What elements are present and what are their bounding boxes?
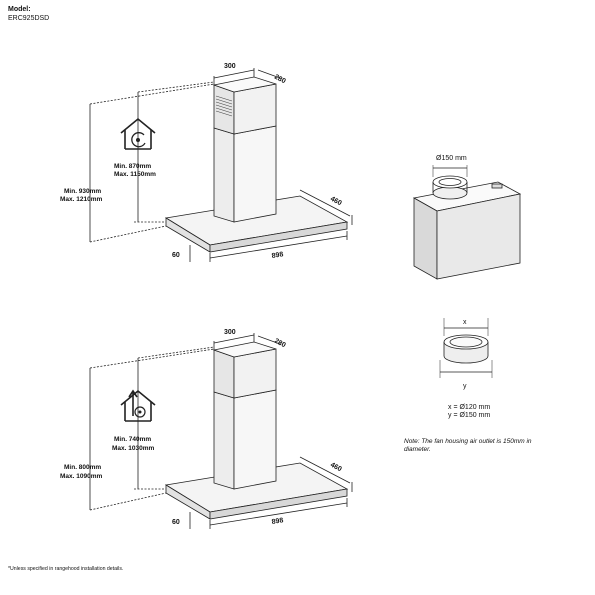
top-chimney-width: 300 (224, 63, 236, 70)
bottom-hood-height: 60 (172, 519, 180, 526)
model-header: Model: ERC925DSD (8, 5, 49, 23)
footnote: *Unless specified in rangehood installat… (8, 566, 124, 572)
bottom-total-min: Min. 800mm (64, 464, 101, 471)
top-total-min: Min. 930mm (64, 188, 101, 195)
ducted-exhaust-icon (120, 389, 156, 422)
top-chimney-min: Min. 870mm (114, 163, 151, 170)
bottom-hood-depth: 460 (329, 462, 343, 474)
top-total-max: Max. 1210mm (60, 196, 102, 203)
bottom-rangehood (89, 333, 353, 529)
bottom-chimney-min: Min. 740mm (114, 436, 151, 443)
fan-housing (412, 165, 522, 280)
adapter-x-label: x (463, 319, 467, 326)
model-code: ERC925DSD (8, 15, 50, 22)
recirculation-icon (120, 117, 156, 150)
top-chimney-max: Max. 1150mm (114, 171, 156, 178)
top-chimney-depth: 280 (273, 74, 287, 86)
model-label: Model: (8, 6, 31, 13)
bottom-chimney-width: 300 (224, 329, 236, 336)
adapter-y-label: y (463, 383, 467, 390)
duct-adapter (439, 318, 493, 378)
bottom-total-max: Max. 1090mm (60, 473, 102, 480)
bottom-chimney-depth: 280 (273, 338, 287, 350)
bottom-hood-width: 898 (271, 517, 284, 526)
outlet-diameter: Ø150 mm (436, 155, 467, 162)
bottom-chimney-max: Max. 1030mm (112, 445, 154, 452)
top-hood-depth: 460 (329, 196, 343, 208)
top-hood-width: 898 (271, 251, 284, 260)
fan-housing-note: Note: The fan housing air outlet is 150m… (404, 438, 532, 453)
top-rangehood (89, 68, 353, 262)
top-hood-height: 60 (172, 252, 180, 259)
adapter-x-value: x = Ø120 mm (448, 404, 490, 411)
adapter-y-value: y = Ø150 mm (448, 412, 490, 419)
